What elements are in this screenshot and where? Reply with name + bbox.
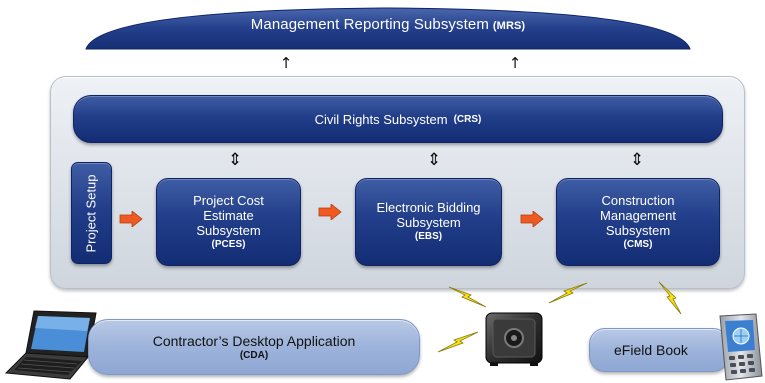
mrs-name: Management Reporting Subsystem	[250, 16, 489, 33]
orange-arrow-icon	[119, 211, 143, 227]
ebs-line-1: Electronic Bidding	[376, 200, 481, 215]
mrs-dome-shape	[85, 7, 691, 50]
ebs-abbr: (EBS)	[414, 231, 443, 242]
pces-abbr: (PCES)	[211, 238, 246, 250]
cms-line-2: Management	[600, 207, 676, 223]
cda-name: Contractor’s Desktop Application	[152, 332, 356, 349]
lightning-bolt-icon	[658, 281, 682, 315]
orange-arrow-icon	[520, 211, 544, 227]
pces-line-3: Subsystem	[196, 222, 261, 238]
up-arrow-icon: ↑	[508, 54, 522, 72]
lightning-bolt-icon	[437, 331, 479, 353]
lightning-bolt-icon	[448, 286, 487, 308]
ebs-line-2: Subsystem	[396, 215, 461, 230]
laptop-icon	[4, 310, 97, 380]
crs-name: Civil Rights Subsystem	[314, 111, 448, 127]
efield-book-box: eField Book	[589, 328, 729, 372]
handheld-device-icon	[719, 313, 763, 381]
crs-abbr: (CRS)	[453, 113, 482, 125]
mrs-abbr: (MRS)	[492, 20, 526, 32]
project-setup-box: Project Setup	[71, 162, 112, 264]
safe-icon	[485, 312, 543, 366]
mrs-label: Management Reporting Subsystem(MRS)	[84, 16, 692, 33]
cms-line-1: Construction	[601, 192, 675, 208]
ebs-box: Electronic Bidding Subsystem (EBS)	[355, 178, 502, 266]
efield-book-name: eField Book	[614, 342, 688, 358]
double-arrow-icon: ⇕	[426, 150, 442, 170]
pces-line-2: Estimate	[203, 207, 254, 223]
cms-box: Construction Management Subsystem (CMS)	[556, 178, 720, 266]
up-arrow-icon: ↑	[279, 54, 293, 72]
orange-arrow-icon	[318, 204, 342, 220]
lightning-bolt-icon	[548, 282, 588, 304]
pces-box: Project Cost Estimate Subsystem (PCES)	[156, 178, 301, 266]
mrs-banner: Management Reporting Subsystem(MRS)	[84, 6, 692, 50]
cms-line-3: Subsystem	[605, 222, 671, 238]
double-arrow-icon: ⇕	[227, 150, 243, 170]
double-arrow-icon: ⇕	[629, 150, 645, 170]
crs-box: Civil Rights Subsystem (CRS)	[73, 95, 723, 143]
pces-line-1: Project Cost	[193, 192, 264, 208]
cda-abbr: (CDA)	[239, 349, 269, 361]
cms-abbr: (CMS)	[623, 238, 653, 250]
project-setup-label: Project Setup	[84, 173, 100, 253]
cda-box: Contractor’s Desktop Application (CDA)	[88, 319, 420, 375]
